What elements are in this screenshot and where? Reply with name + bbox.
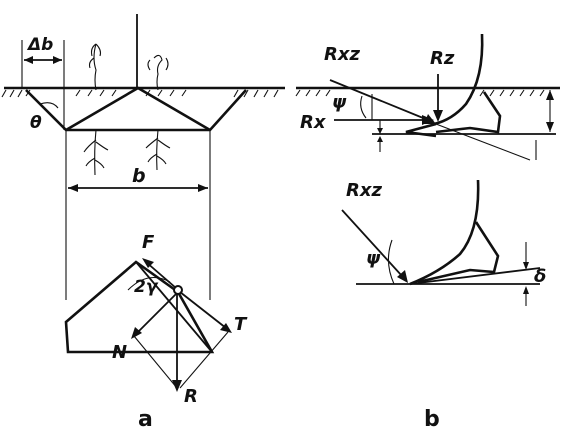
weed-left bbox=[83, 43, 109, 176]
label-delta: δ bbox=[534, 266, 546, 287]
soil-hatching-a bbox=[1, 89, 279, 98]
label-F: F bbox=[142, 232, 155, 253]
furrow-profile bbox=[25, 89, 247, 132]
label-R: R bbox=[184, 386, 198, 407]
label-Rz: Rz bbox=[430, 48, 455, 69]
label-b: b bbox=[132, 165, 146, 187]
panel-a-cross-section: Δb θ b bbox=[1, 14, 285, 300]
share-ridge bbox=[65, 86, 211, 132]
label-delta-b: Δb bbox=[26, 35, 53, 55]
label-N: N bbox=[112, 342, 127, 363]
label-Rxz-top: Rxz bbox=[324, 44, 360, 65]
panel-a-force-diagram: F T N R 2γ a bbox=[64, 232, 248, 432]
shank-curve-bottom bbox=[409, 179, 480, 286]
label-Rx: Rx bbox=[300, 112, 327, 133]
weed-right bbox=[145, 54, 171, 171]
label-theta: θ bbox=[30, 113, 42, 133]
label-psi-top: ψ bbox=[332, 92, 347, 113]
label-Rxz-bottom: Rxz bbox=[346, 180, 382, 201]
shank-curve-top bbox=[433, 33, 484, 126]
caption-a: a bbox=[138, 407, 153, 432]
panel-b-bottom: Rxz ψ δ b bbox=[341, 179, 546, 432]
caption-b: b bbox=[424, 407, 440, 432]
label-2gamma: 2γ bbox=[134, 277, 159, 297]
share-wing bbox=[64, 260, 215, 354]
panel-b-top: Rxz Rz Rx ψ bbox=[295, 33, 560, 161]
label-psi-bottom: ψ bbox=[366, 248, 381, 269]
label-T: T bbox=[234, 314, 248, 335]
